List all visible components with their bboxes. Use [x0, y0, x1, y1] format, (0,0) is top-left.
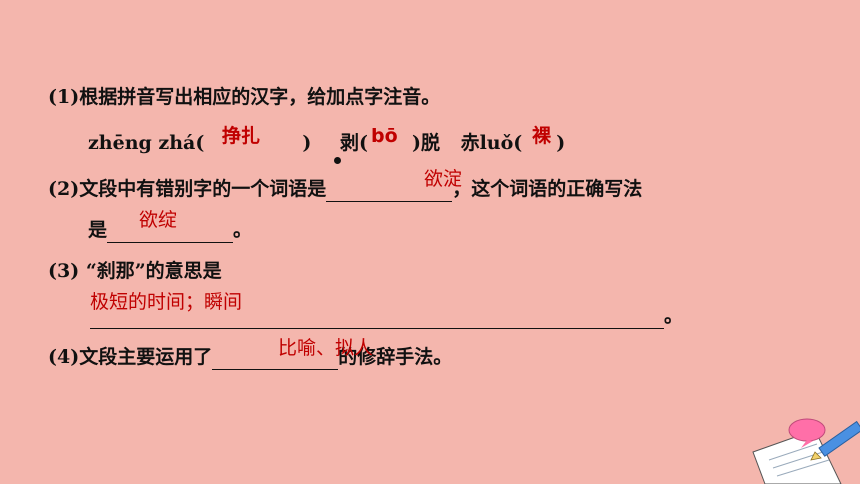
answer-meaning: 极短的时间；瞬间	[90, 291, 243, 313]
char-bo: 剥	[339, 132, 359, 154]
question-4-end: 的修辞手法。	[338, 346, 453, 368]
answer-blank-wrong-word[interactable]	[326, 181, 453, 202]
question-4-start: (4)文段主要运用了	[48, 346, 213, 368]
question-2-line-2: 是。	[88, 217, 252, 243]
paren-close-1: )	[302, 132, 312, 154]
question-2-line-1: (2)文段中有错别字的一个词语是 ，这个词语的正确写法	[48, 176, 642, 202]
char-chi: 赤	[460, 132, 480, 154]
question-3-line: 。	[90, 303, 683, 329]
paren-open-2: (	[358, 132, 368, 154]
question-4-line: (4)文段主要运用了 的修辞手法。	[48, 344, 452, 370]
answer-zhengzha: 挣扎	[222, 125, 261, 147]
question-3-end: 。	[664, 305, 684, 327]
answer-luo: 裸	[532, 125, 552, 147]
question-1-line: zhēng zhá() 剥( )脱 赤luǒ()	[88, 130, 565, 156]
emphasis-dot	[334, 157, 341, 164]
answer-rhetoric: 比喻、拟人	[278, 337, 374, 359]
answer-blank-correct-word[interactable]	[107, 222, 234, 243]
question-2-end: ，这个词语的正确写法	[452, 178, 643, 200]
question-2-start: (2)文段中有错别字的一个词语是	[48, 178, 327, 200]
answer-blank-rhetoric[interactable]	[212, 349, 339, 370]
question-2-line2-start: 是	[88, 219, 108, 241]
pinyin-zhengzha: zhēng zhá(	[88, 132, 205, 154]
answer-bo: bō	[371, 125, 398, 147]
paren-close-2-tuo: )脱	[411, 132, 440, 154]
question-3-prompt: (3) “刹那”的意思是	[48, 260, 222, 282]
paren-close-3: )	[556, 132, 566, 154]
answer-correct-word: 欲绽	[139, 209, 178, 231]
question-1-prompt: (1)根据拼音写出相应的汉字，给加点字注音。	[48, 86, 441, 108]
pinyin-luo: luǒ(	[479, 132, 523, 154]
answer-wrong-word: 欲淀	[424, 168, 463, 190]
answer-blank-meaning[interactable]	[90, 308, 664, 329]
paper-pencil-illustration	[752, 418, 860, 484]
question-2-line2-end: 。	[233, 219, 253, 241]
